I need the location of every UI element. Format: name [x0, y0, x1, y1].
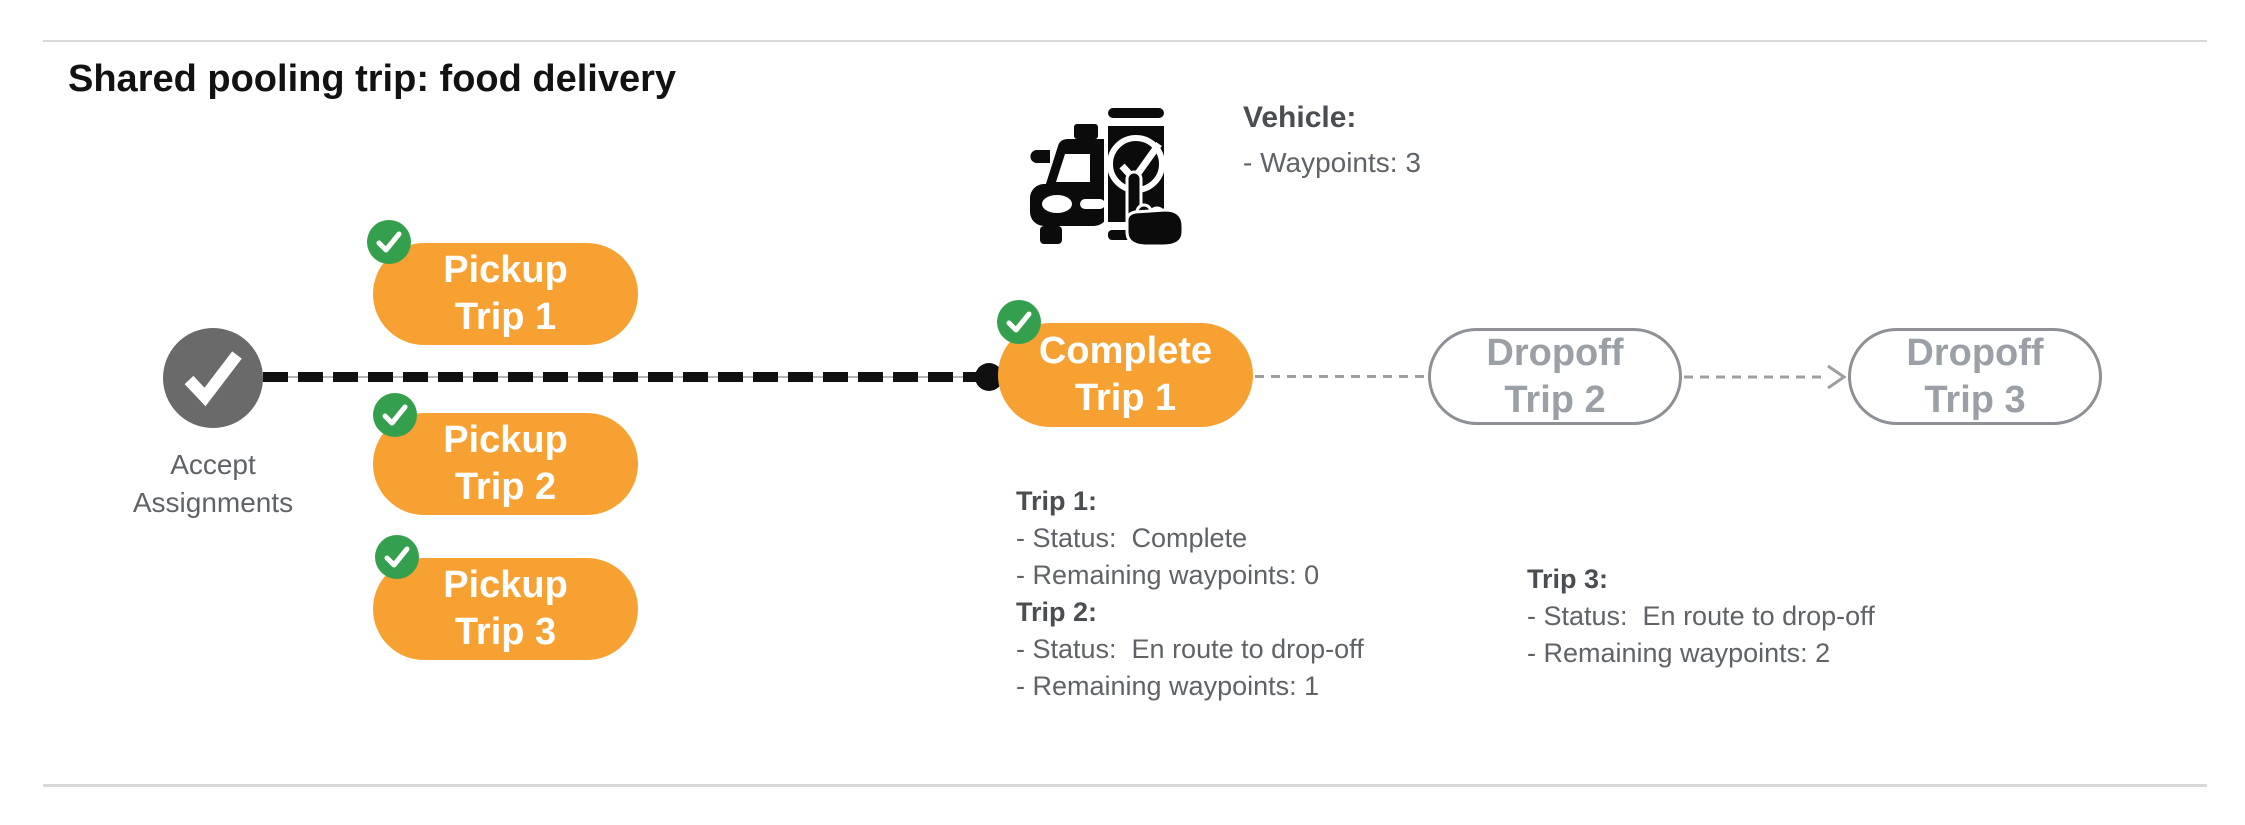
trip-2-status: - Status: En route to drop-off	[1016, 634, 1364, 664]
trip-2-header: Trip 2:	[1016, 597, 1098, 627]
pickup-trip-3-pill: Pickup Trip 3	[373, 558, 638, 660]
trip-3-header: Trip 3:	[1527, 564, 1609, 594]
completed-check-icon	[375, 535, 419, 579]
vehicle-info-title: Vehicle:	[1243, 101, 1357, 134]
accept-assignments-label: Accept Assignments	[132, 449, 294, 518]
pickup-trip-1-pill: Pickup Trip 1	[373, 243, 638, 345]
bottom-divider	[43, 784, 2207, 787]
complete-trip-1-pill: Complete Trip 1	[998, 323, 1253, 427]
trip-1-status: - Status: Complete	[1016, 523, 1248, 553]
accept-assignments-node	[163, 328, 263, 428]
dashed-connector-complete-to-dropoff2	[1255, 375, 1427, 378]
pickup-trip-2-pill: Pickup Trip 2	[373, 413, 638, 515]
checkmark-icon	[184, 351, 242, 407]
dropoff-trip-2-pill: Dropoff Trip 2	[1428, 328, 1682, 425]
trip-status-block-1: Trip 1: - Status: Complete - Remaining w…	[1016, 483, 1364, 705]
trip-1-waypoints: - Remaining waypoints: 0	[1016, 560, 1320, 590]
dropoff-trip-3-pill: Dropoff Trip 3	[1848, 328, 2102, 425]
route-dashed-line	[263, 372, 980, 382]
trip-status-block-2: Trip 3: - Status: En route to drop-off -…	[1527, 561, 1875, 672]
trip-1-header: Trip 1:	[1016, 486, 1098, 516]
vehicle-phone-check-icon	[1030, 104, 1185, 246]
trip-3-waypoints: - Remaining waypoints: 2	[1527, 638, 1831, 668]
completed-check-icon	[997, 300, 1041, 344]
page-title: Shared pooling trip: food delivery	[68, 58, 677, 100]
completed-check-icon	[373, 393, 417, 437]
completed-check-icon	[367, 220, 411, 264]
dashed-arrow-dropoff2-to-dropoff3	[1684, 364, 1847, 390]
vehicle-info: Vehicle: - Waypoints: 3	[1243, 101, 1421, 179]
trip-2-waypoints: - Remaining waypoints: 1	[1016, 671, 1320, 701]
vehicle-info-waypoints: - Waypoints: 3	[1243, 147, 1421, 178]
trip-3-status: - Status: En route to drop-off	[1527, 601, 1875, 631]
top-divider	[43, 40, 2207, 42]
